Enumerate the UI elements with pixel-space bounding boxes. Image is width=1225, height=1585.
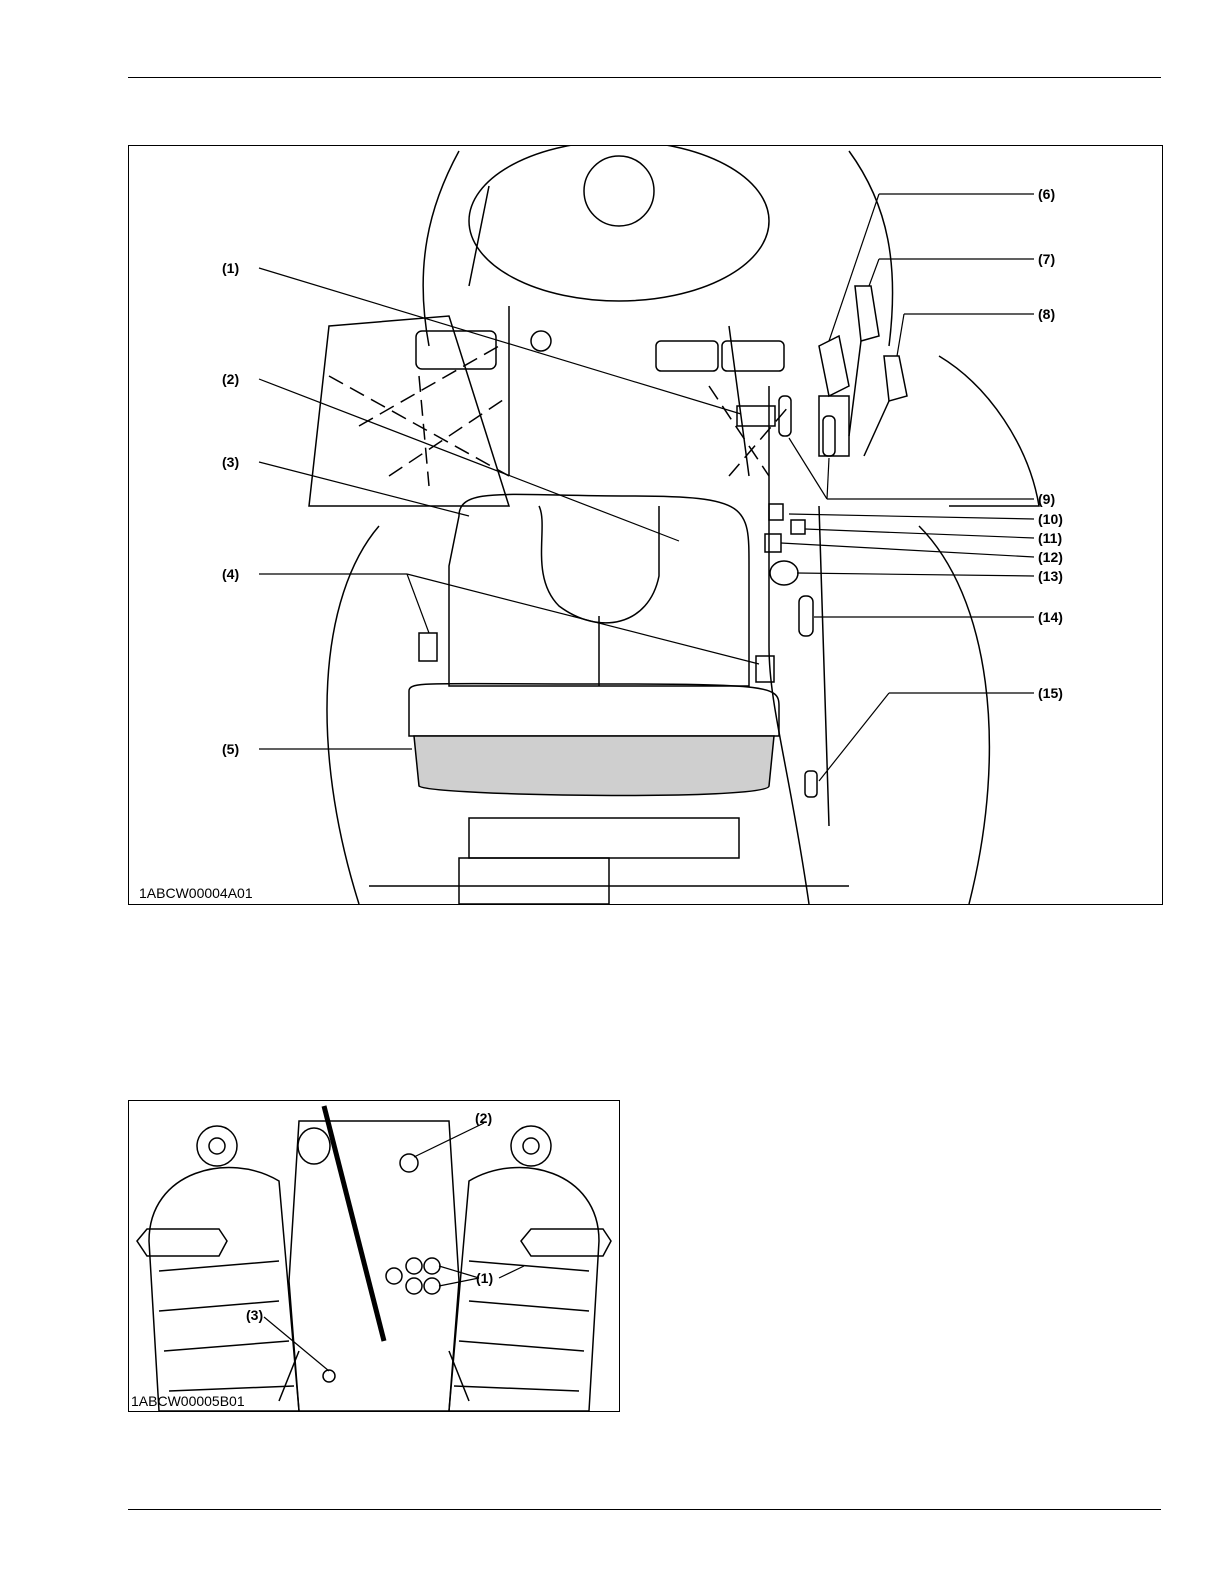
- callout-9: (9): [1038, 491, 1055, 507]
- callout-12: (12): [1038, 549, 1063, 565]
- rear-callout-1: (1): [476, 1270, 493, 1286]
- rear-view-drawing: [129, 1101, 619, 1411]
- callout-15: (15): [1038, 685, 1063, 701]
- callout-3: (3): [222, 454, 239, 470]
- callout-6: (6): [1038, 186, 1055, 202]
- callout-11: (11): [1038, 530, 1062, 546]
- rear-callout-3: (3): [246, 1307, 263, 1323]
- operator-station-drawing: [129, 146, 1162, 904]
- rear-callout-2: (2): [475, 1110, 492, 1126]
- callout-8: (8): [1038, 306, 1055, 322]
- callout-13: (13): [1038, 568, 1063, 584]
- operator-station-figure: (1) (2) (3) (4) (5) (6) (7) (8) (9) (10)…: [128, 145, 1163, 905]
- header-rule: [128, 77, 1161, 78]
- callout-2: (2): [222, 371, 239, 387]
- figure-code: 1ABCW00005B01: [131, 1393, 245, 1409]
- callout-1: (1): [222, 260, 239, 276]
- callout-4: (4): [222, 566, 239, 582]
- figure-code: 1ABCW00004A01: [139, 885, 253, 901]
- callout-7: (7): [1038, 251, 1055, 267]
- footer-rule: [128, 1509, 1161, 1510]
- callout-5: (5): [222, 741, 239, 757]
- rear-view-figure: (2) (1) (3) 1ABCW00005B01: [128, 1100, 620, 1412]
- callout-14: (14): [1038, 609, 1063, 625]
- callout-10: (10): [1038, 511, 1063, 527]
